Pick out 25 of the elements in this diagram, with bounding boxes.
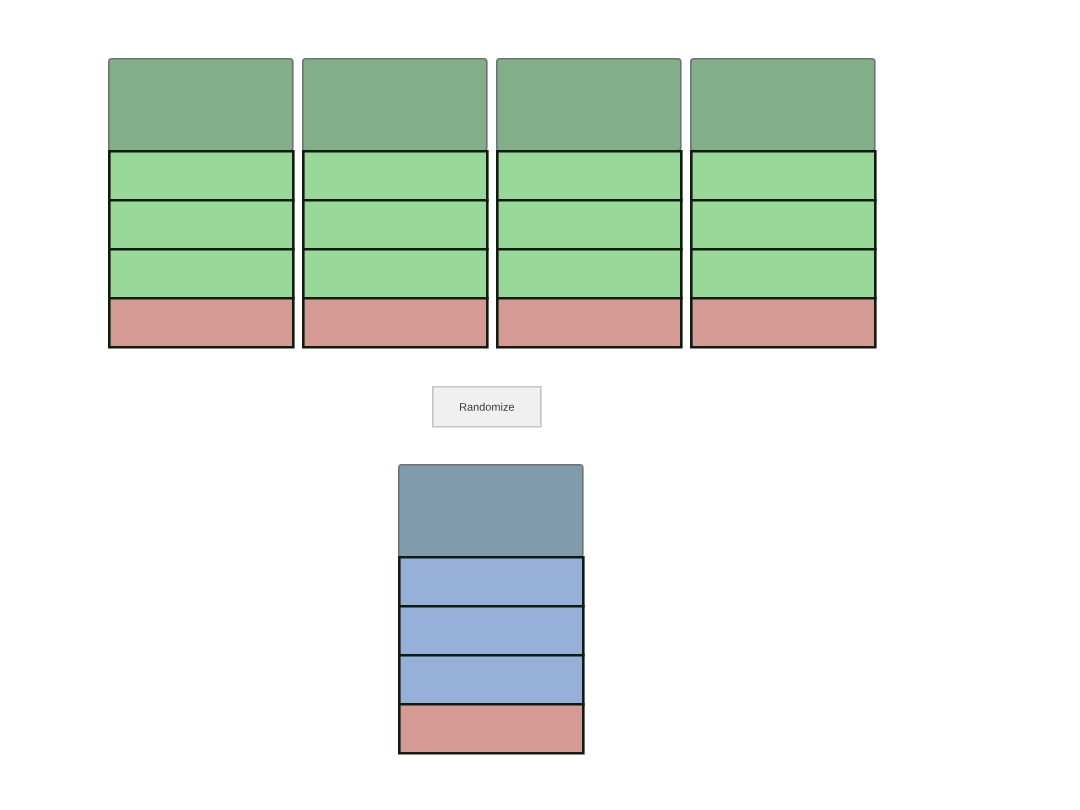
row-box	[690, 297, 877, 349]
header-box	[398, 464, 584, 558]
row-box	[398, 703, 585, 755]
header-box	[496, 58, 682, 152]
header-box	[690, 58, 876, 152]
row-box	[398, 654, 585, 706]
row-box	[108, 297, 295, 349]
row-box	[398, 605, 585, 657]
row-box	[108, 150, 295, 202]
row-box	[496, 248, 683, 300]
row-box	[108, 199, 295, 251]
row-box	[302, 150, 489, 202]
header-box	[108, 58, 294, 152]
row-box	[302, 297, 489, 349]
row-box	[690, 199, 877, 251]
row-box	[690, 248, 877, 300]
row-box	[398, 556, 585, 608]
row-box	[108, 248, 295, 300]
row-box	[496, 297, 683, 349]
row-box	[302, 199, 489, 251]
row-box	[690, 150, 877, 202]
header-box	[302, 58, 488, 152]
row-box	[302, 248, 489, 300]
row-box	[496, 199, 683, 251]
row-box	[496, 150, 683, 202]
